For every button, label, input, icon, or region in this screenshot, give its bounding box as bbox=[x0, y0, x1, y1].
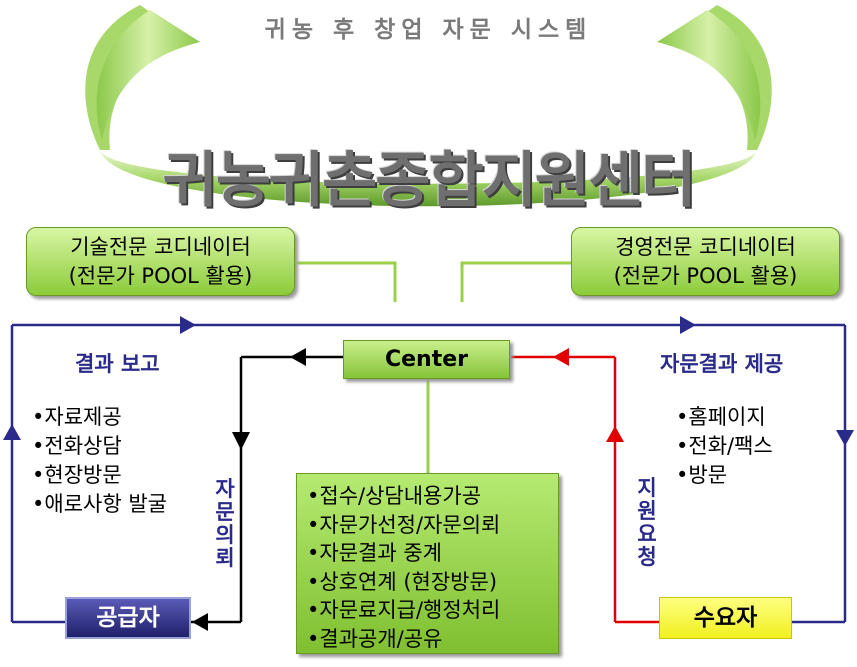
list-item: •자료제공 bbox=[32, 403, 167, 432]
center-node: Center bbox=[343, 340, 510, 379]
consult-request-vertical-label: 자문의뢰 bbox=[211, 478, 239, 570]
supplier-node: 공급자 bbox=[65, 597, 191, 639]
advice-result-label: 자문결과 제공 bbox=[660, 348, 783, 378]
task-item: •자문결과 중계 bbox=[307, 539, 558, 568]
task-item: •결과공개/공유 bbox=[307, 625, 558, 654]
demander-methods-list: •홈페이지 •전화/팩스 •방문 bbox=[676, 403, 773, 490]
support-request-vertical-label: 지원요청 bbox=[633, 477, 661, 569]
tech-coordinator-title: 기술전문 코디네이터 bbox=[27, 233, 294, 262]
list-item: •홈페이지 bbox=[676, 403, 773, 432]
list-item: •현장방문 bbox=[32, 461, 167, 490]
mgmt-coordinator-box: 경영전문 코디네이터 (전문가 POOL 활용) bbox=[571, 227, 840, 296]
list-item: •방문 bbox=[676, 461, 773, 490]
task-item: •자문가선정/자문의뢰 bbox=[307, 511, 558, 540]
list-item: •애로사항 발굴 bbox=[32, 490, 167, 519]
tech-coordinator-box: 기술전문 코디네이터 (전문가 POOL 활용) bbox=[26, 227, 295, 296]
red-arrowheads bbox=[553, 348, 624, 442]
task-item: •상호연계 (현장방문) bbox=[307, 568, 558, 597]
demander-node: 수요자 bbox=[659, 597, 792, 639]
vertical-label-text: 지원요청 bbox=[633, 477, 661, 569]
mgmt-coordinator-note: (전문가 POOL 활용) bbox=[572, 262, 839, 291]
task-item: •자문료지급/행정처리 bbox=[307, 596, 558, 625]
center-title: 귀농귀촌종합지원센터 bbox=[0, 132, 857, 219]
list-item: •전화/팩스 bbox=[676, 432, 773, 461]
tech-coordinator-note: (전문가 POOL 활용) bbox=[27, 262, 294, 291]
system-subtitle: 귀농 후 창업 자문 시스템 bbox=[0, 10, 857, 44]
black-arrowheads bbox=[192, 348, 306, 631]
list-item: •전화상담 bbox=[32, 432, 167, 461]
vertical-label-text: 자문의뢰 bbox=[211, 478, 239, 570]
mgmt-coordinator-title: 경영전문 코디네이터 bbox=[572, 233, 839, 262]
task-item: •접수/상담내용가공 bbox=[307, 482, 558, 511]
center-tasks-box: •접수/상담내용가공 •자문가선정/자문의뢰 •자문결과 중계 •상호연계 (현… bbox=[296, 473, 559, 654]
result-report-label: 결과 보고 bbox=[75, 348, 160, 378]
coordinator-connectors bbox=[297, 263, 571, 302]
supplier-methods-list: •자료제공 •전화상담 •현장방문 •애로사항 발굴 bbox=[32, 403, 167, 519]
